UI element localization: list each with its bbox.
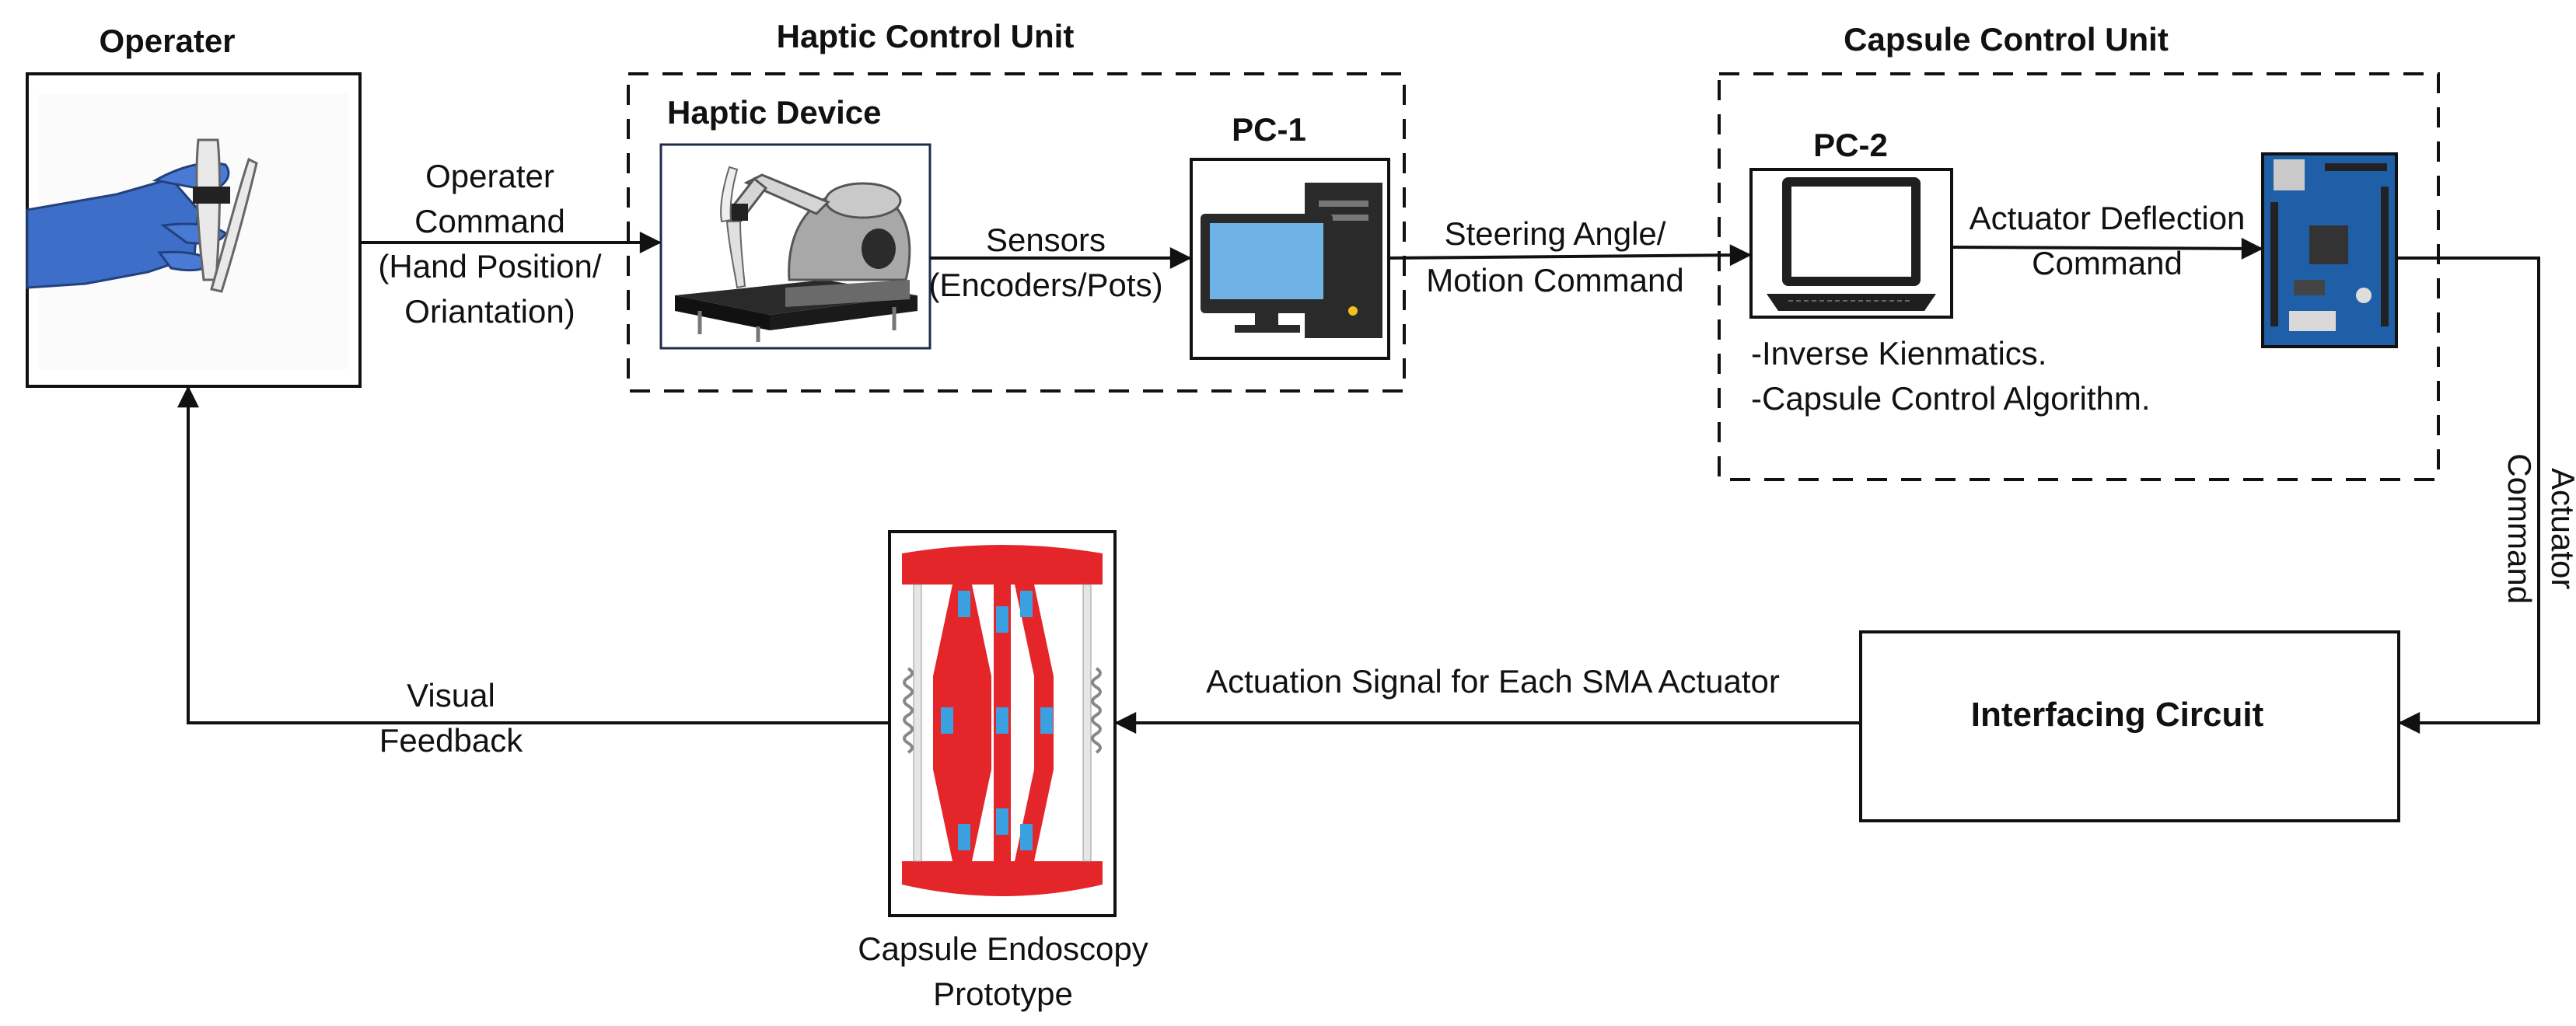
operator-command-label-1: Operater — [425, 158, 554, 194]
prototype-caption-2: Prototype — [933, 975, 1073, 1012]
haptic-control-unit-group — [627, 72, 1406, 393]
pc2-title: PC-2 — [1813, 127, 1888, 163]
interfacing-circuit-title: Interfacing Circuit — [1970, 696, 2264, 734]
steering-label-1: Steering Angle/ — [1444, 215, 1666, 252]
actuator-command-label-2: Command — [2501, 453, 2539, 605]
operator-hand-illustration — [26, 93, 348, 369]
pc1-desktop-icon — [1201, 183, 1382, 338]
prototype-caption-1: Capsule Endoscopy — [858, 930, 1148, 967]
pc1-title: PC-1 — [1232, 111, 1306, 148]
edge-board-to-interfacing — [2396, 256, 2540, 734]
capsule-note-2: -Capsule Control Algorithm. — [1751, 380, 2151, 417]
haptic-device-title: Haptic Device — [667, 94, 882, 131]
pc2-laptop-icon — [1767, 177, 1936, 311]
visual-feedback-label-1: Visual — [407, 677, 495, 714]
actuator-command-label-1: Actuator — [2545, 467, 2576, 590]
edge-pc1-to-pc2 — [1388, 244, 1752, 267]
operator-title: Operater — [99, 23, 236, 59]
capsule-unit-title: Capsule Control Unit — [1844, 21, 2169, 58]
deflection-label-2: Command — [2032, 245, 2183, 281]
capsule-illustration — [902, 545, 1103, 896]
haptic-unit-title: Haptic Control Unit — [776, 18, 1075, 54]
operator-command-label-4: Oriantation) — [404, 293, 575, 330]
haptic-device-illustration — [675, 166, 918, 342]
steering-label-2: Motion Command — [1426, 262, 1684, 298]
sensors-label-1: Sensors — [985, 222, 1106, 258]
actuation-signal-label: Actuation Signal for Each SMA Actuator — [1206, 663, 1780, 700]
edge-pc2-to-board — [1951, 237, 2263, 260]
sensors-label-2: (Encoders/Pots) — [928, 267, 1163, 303]
edge-capsule-to-operator — [177, 386, 890, 724]
capsule-note-1: -Inverse Kienmatics. — [1751, 335, 2047, 372]
visual-feedback-label-2: Feedback — [379, 722, 523, 759]
capsule-control-unit-group — [1718, 72, 2440, 481]
deflection-label-1: Actuator Deflection — [1969, 200, 2246, 236]
board-details — [2270, 159, 2389, 331]
operator-command-label-2: Command — [414, 203, 565, 239]
operator-command-label-3: (Hand Position/ — [378, 248, 602, 284]
